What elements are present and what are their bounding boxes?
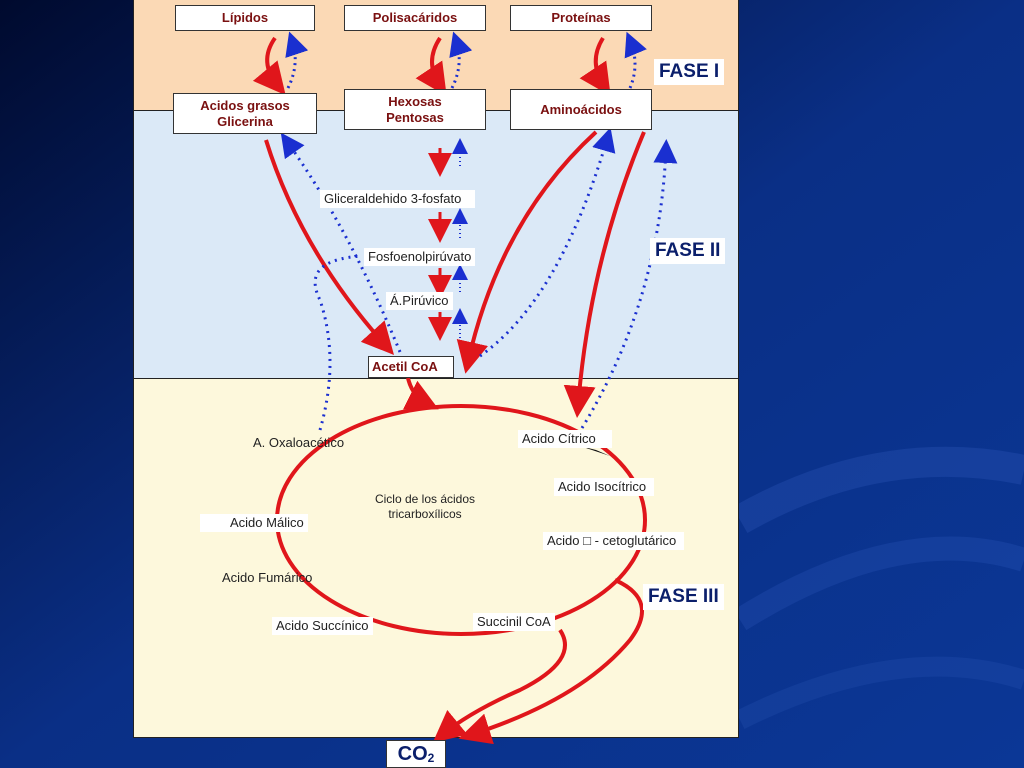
isocitrico-label: Acido Isocítrico — [554, 478, 655, 496]
tca-cycle-center: Ciclo de los ácidos tricarboxílicos — [345, 492, 505, 522]
acidos-grasos-label: Acidos grasos — [200, 97, 290, 113]
box-polisacaridos-label: Polisacáridos — [372, 10, 458, 25]
tca-center-line2: tricarboxílicos — [388, 507, 462, 521]
box-proteinas-label: Proteínas — [551, 10, 611, 25]
fosfoenolpiruvato-label: Fosfoenolpirúvato — [364, 248, 476, 266]
pentosas-label: Pentosas — [386, 109, 444, 125]
glicerina-label: Glicerina — [217, 113, 273, 129]
phase-1-label: FASE I — [654, 59, 725, 85]
succinico-label: Acido Succínico — [272, 617, 373, 635]
co2-subscript: 2 — [427, 751, 435, 765]
box-aminoacidos: Aminoácidos — [510, 89, 652, 130]
box-lipidos-label: Lípidos — [221, 10, 269, 25]
box-hexosas: Hexosas Pentosas — [344, 89, 486, 130]
citrico-label: Acido Cítrico — [518, 430, 612, 448]
aminoacidos-label: Aminoácidos — [540, 101, 622, 117]
gliceraldehido-label: Gliceraldehido 3-fosfato — [320, 190, 476, 208]
phase-3-band — [133, 378, 739, 738]
piruvico-label: Á.Pirúvico — [386, 292, 453, 310]
tca-center-line1: Ciclo de los ácidos — [374, 492, 476, 506]
box-polisacaridos: Polisacáridos — [344, 5, 486, 31]
box-proteinas: Proteínas — [510, 5, 652, 31]
box-acetil-coa: Acetil CoA — [368, 356, 454, 378]
box-acidos-grasos: Acidos grasos Glicerina — [173, 93, 317, 134]
hexosas-label: Hexosas — [388, 93, 442, 109]
malico-label: Acido Málico — [200, 514, 308, 532]
oxaloacetico-label: A. Oxaloacético — [253, 435, 345, 450]
succinil-label: Succinil CoA — [473, 613, 555, 631]
box-lipidos: Lípidos — [175, 5, 315, 31]
phase-2-label: FASE II — [650, 238, 726, 264]
phase-2-band — [133, 110, 739, 380]
phase-3-label: FASE III — [643, 584, 724, 610]
co2-main: CO — [397, 742, 428, 765]
fumarico-label: Acido Fumárico — [222, 570, 313, 585]
cetoglutarico-label: Acido □ - cetoglutárico — [543, 532, 685, 550]
acetil-coa-label: Acetil CoA — [372, 359, 438, 374]
